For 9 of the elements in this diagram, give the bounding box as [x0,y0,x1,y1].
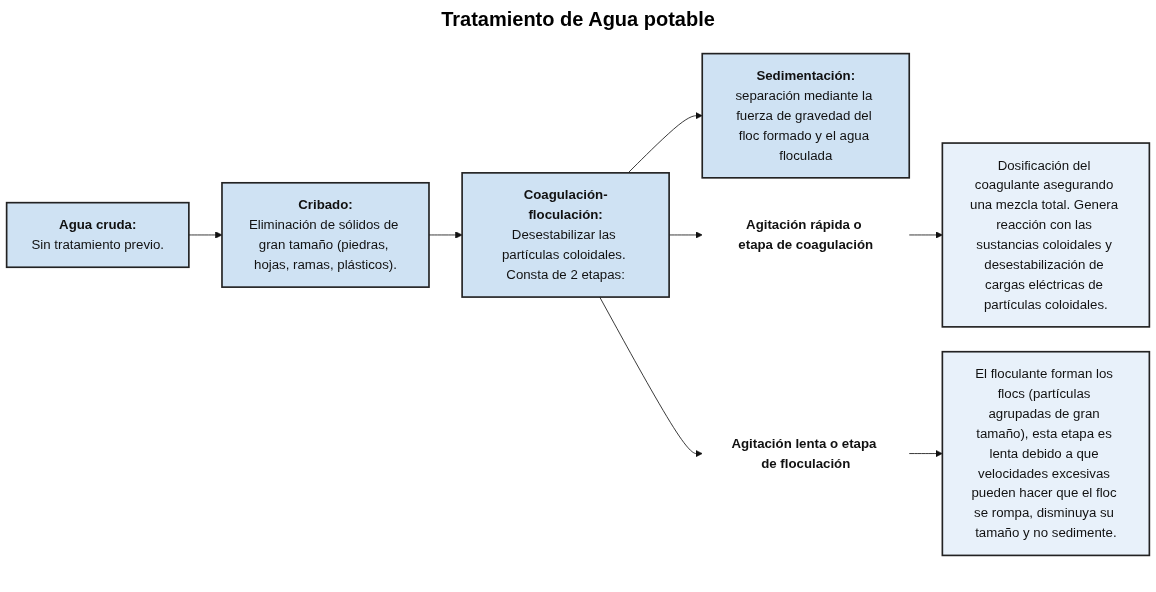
node-box: Agua cruda: Sin tratamiento previo. [5,202,190,269]
diagram-title: Tratamiento de Agua potable [440,8,716,31]
node-box: Cribado: Eliminación de sólidos de gran tamaño (piedras, hojas, ramas, plásticos). [221,182,430,289]
node-box: Coagulación-floculación: Desestabilizar las partículas coloidales. Consta de 2 etapas: [461,172,670,299]
node-box: Dosificación del coagulante asegurando una mezcla total. Genera reacción con las sustancias coloidales y desestabilización de cargas eléctricas de partículas coloidales. [941,142,1151,329]
node-box: El floculante forman los flocs (partículas agrupadas de gran tamaño), esta etapa es lenta debido a que velocidades excesivas pueden hacer que el floc se rompa, disminuya su tamaño y no sedimente. [941,351,1151,557]
node-box: Sedimentación: separación mediante la fuerza de gravedad del floc formado y el agua floculada [701,53,911,180]
node-text: Agitación rápida o etapa de coagulación [738,218,874,253]
node-text: Agitación lenta o etapa de floculación [731,436,877,471]
